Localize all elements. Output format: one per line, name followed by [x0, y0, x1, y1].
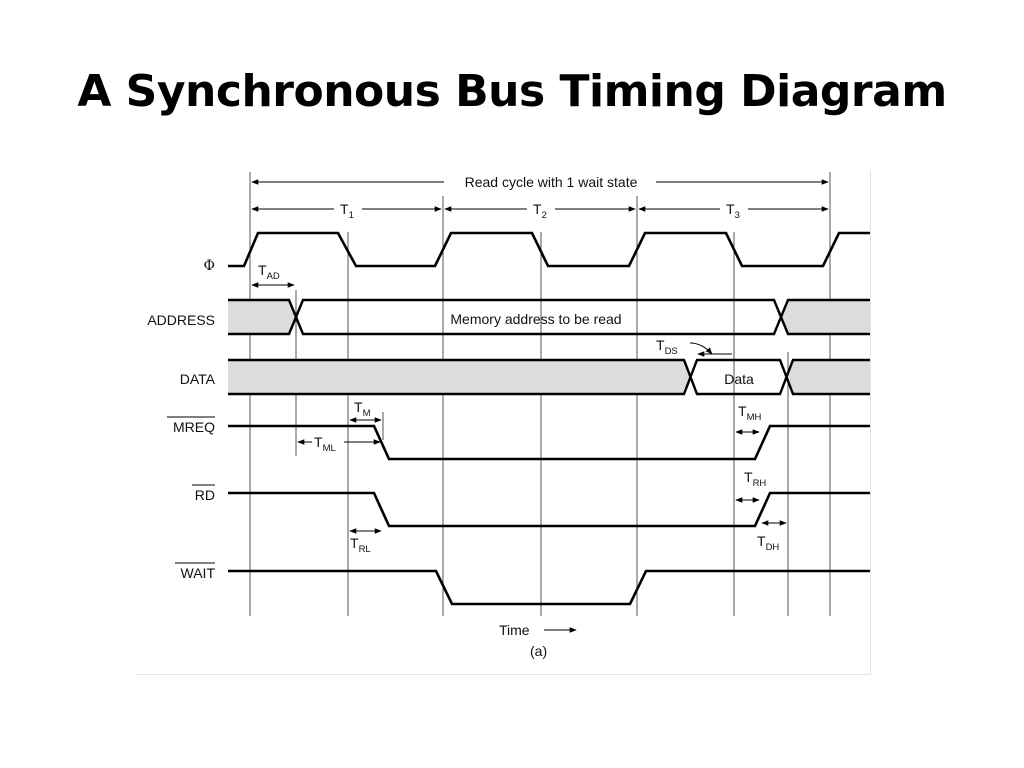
period-label-t3: T3 [726, 201, 740, 221]
time-axis: Time (a) [499, 622, 577, 659]
timing-diagram: Read cycle with 1 wait state T1 T2 T3 Φ … [147, 172, 870, 659]
timing-annotations: TAD TDS TM TML TMH TRH TRL TDH [251, 262, 787, 555]
t-ad-label: TAD [258, 262, 280, 282]
mreq-signal-label: MREQ [173, 419, 215, 435]
data-signal-label: DATA [180, 371, 216, 387]
signal-labels: Φ ADDRESS DATA MREQ RD WAIT [147, 258, 215, 581]
mreq-waveform [228, 424, 870, 461]
address-bus: Memory address to be read [228, 298, 870, 336]
t-rl-label: TRL [350, 535, 371, 555]
t-m-label: TM [354, 399, 371, 419]
timing-diagram-panel: Read cycle with 1 wait state T1 T2 T3 Φ … [136, 170, 871, 675]
t-ds-arrow-curve [689, 342, 713, 355]
slide-title: A Synchronous Bus Timing Diagram [77, 66, 947, 117]
guide-lines [249, 172, 831, 616]
read-cycle-label: Read cycle with 1 wait state [465, 174, 638, 190]
t-mh-label: TMH [738, 403, 761, 423]
clock-waveform [228, 231, 870, 268]
data-bus-text: Data [724, 371, 754, 387]
address-bus-text: Memory address to be read [450, 311, 621, 327]
clock-signal-label: Φ [204, 258, 215, 274]
data-bus: Data [228, 358, 870, 396]
period-label-t2: T2 [533, 201, 547, 221]
period-label-t1: T1 [340, 201, 354, 221]
read-cycle-dimension: Read cycle with 1 wait state [251, 174, 829, 190]
figure-caption: (a) [530, 643, 547, 659]
t-dh-label: TDH [757, 533, 779, 553]
wait-waveform [228, 569, 870, 606]
rd-signal-label: RD [195, 487, 215, 503]
rd-waveform [228, 491, 870, 528]
t-ds-label: TDS [656, 337, 678, 357]
t-ml-label: TML [314, 434, 336, 454]
t-rh-label: TRH [744, 469, 766, 489]
time-label: Time [499, 622, 530, 638]
wait-signal-label: WAIT [181, 565, 216, 581]
period-dimensions: T1 T2 T3 [251, 201, 829, 221]
address-signal-label: ADDRESS [147, 312, 215, 328]
